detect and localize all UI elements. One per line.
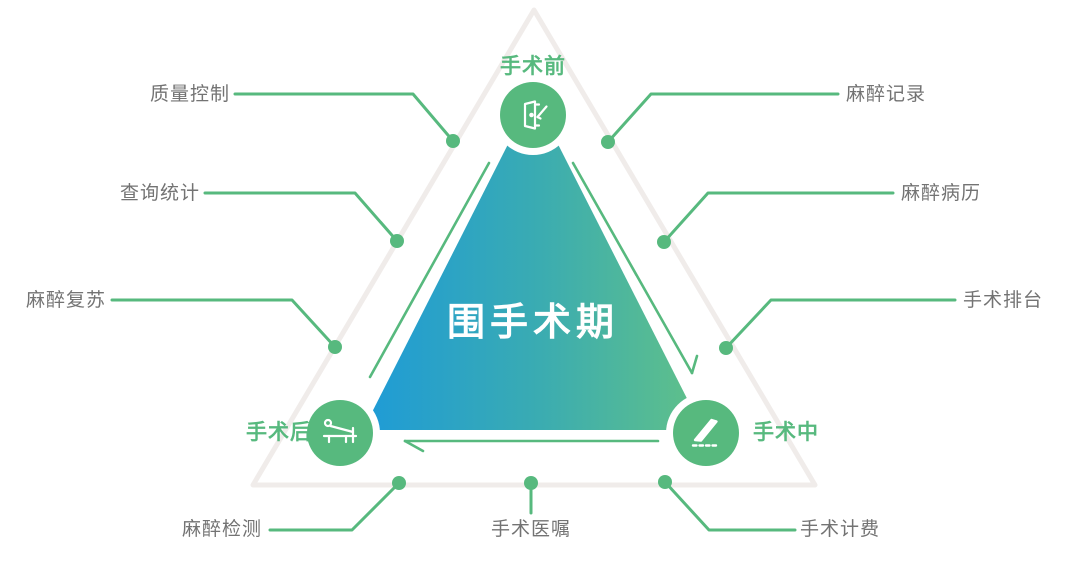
connector-right-top	[606, 92, 840, 144]
feature-label-anesthesia-monitoring: 麻醉检测	[181, 519, 262, 540]
cycle-line-post-to-pre	[368, 161, 491, 379]
recovery-bed-icon	[322, 418, 358, 444]
connector-right-bottom	[724, 298, 957, 350]
connector-bottom-right	[663, 480, 797, 532]
node-post-surgery	[307, 400, 373, 466]
door-checkin-icon	[523, 100, 548, 130]
connector-dot	[719, 341, 733, 355]
connector-left-middle	[203, 191, 399, 243]
connector-left-top	[233, 92, 455, 143]
scalpel-icon	[691, 418, 720, 447]
node-intra-surgery	[673, 400, 739, 466]
phase-label-intra-surgery: 手术中	[753, 421, 819, 444]
connector-dot	[657, 235, 671, 249]
connector-dot	[392, 476, 406, 490]
feature-label-surgery-scheduling: 手术排台	[963, 290, 1044, 311]
connector-dot	[446, 134, 460, 148]
gradient-triangle	[363, 95, 703, 430]
connector-bottom-left	[268, 481, 401, 532]
diagram-title: 围手术期	[446, 302, 619, 344]
feature-label-quality-control: 质量控制	[149, 84, 230, 105]
phase-label-pre-surgery: 手术前	[500, 55, 566, 78]
arrowhead-icon	[403, 439, 425, 453]
connector-dot	[328, 340, 342, 354]
feature-label-anesthesia-record: 麻醉记录	[846, 84, 927, 105]
feature-label-surgery-billing: 手术计费	[800, 519, 881, 540]
connector-left-bottom	[110, 298, 337, 349]
phase-label-post-surgery: 手术后	[246, 421, 312, 444]
cycle-line-pre-to-intra	[571, 161, 694, 375]
arrowhead-icon	[690, 354, 699, 375]
connector-dot	[658, 475, 672, 489]
connector-right-middle	[662, 191, 895, 244]
feature-label-anesthesia-chart: 麻醉病历	[901, 183, 982, 204]
connector-dot	[601, 135, 615, 149]
feature-label-anesthesia-recovery: 麻醉复苏	[25, 290, 106, 311]
feature-label-surgery-orders: 手术医嘱	[490, 519, 571, 540]
connector-dot	[390, 234, 404, 248]
node-pre-surgery	[500, 82, 566, 148]
connector-dot	[524, 476, 538, 490]
feature-label-query-statistics: 查询统计	[119, 183, 200, 204]
